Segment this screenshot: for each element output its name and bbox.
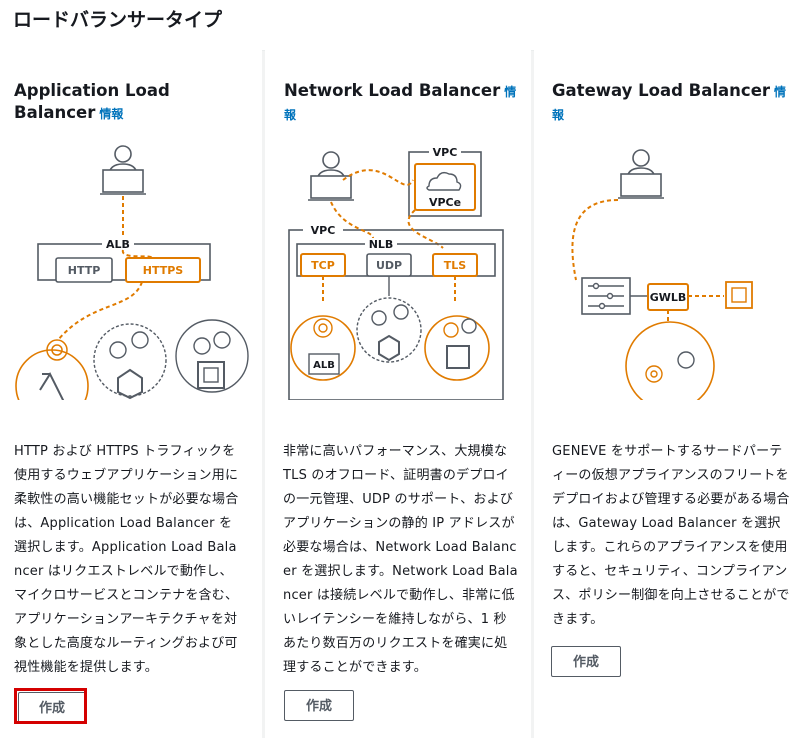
card-title-text: Network Load Balancer xyxy=(284,81,501,100)
create-button[interactable]: 作成 xyxy=(551,646,621,677)
card-description: 非常に高いパフォーマンス、大規模な TLS のオフロード、証明書のデプロイの一元… xyxy=(283,444,518,675)
vpce-label: VPCe xyxy=(429,196,461,209)
info-link[interactable]: 情報 xyxy=(284,85,517,122)
card-title-text: Gateway Load Balancer xyxy=(552,81,771,100)
alb-group-label: ALB xyxy=(106,238,130,251)
gwlb-label: GWLB xyxy=(650,291,687,304)
card-description: HTTP および HTTPS トラフィックを使用するウェブアプリケーション用に柔… xyxy=(14,444,239,675)
tls-label: TLS xyxy=(444,259,467,272)
info-link[interactable]: 情報 xyxy=(552,85,787,122)
gwlb-diagram: GWLB xyxy=(571,149,753,400)
https-label: HTTPS xyxy=(143,264,184,277)
vpc-top-label: VPC xyxy=(433,146,458,159)
page-title: ロードバランサータイプ xyxy=(13,9,223,31)
nlb-label: NLB xyxy=(369,238,394,251)
card-title-text: Application Load Balancer xyxy=(14,81,170,122)
page-header: ロードバランサータイプ xyxy=(0,0,800,51)
alb-diagram: ALB HTTP HTTPS xyxy=(15,145,249,400)
http-label: HTTP xyxy=(68,264,101,277)
info-link[interactable]: 情報 xyxy=(99,107,124,121)
vpc-label: VPC xyxy=(311,224,336,237)
alb-target-label: ALB xyxy=(313,360,335,371)
card-description: GENEVE をサポートするサードパーティーの仮想アプライアンスのフリートをデプ… xyxy=(552,444,790,627)
create-button[interactable]: 作成 xyxy=(18,692,86,723)
create-button[interactable]: 作成 xyxy=(284,690,354,721)
nlb-diagram: VPC VPCe VPC NLB TCP UDP TLS ALB xyxy=(288,146,504,400)
udp-label: UDP xyxy=(376,259,402,272)
tcp-label: TCP xyxy=(311,259,335,272)
